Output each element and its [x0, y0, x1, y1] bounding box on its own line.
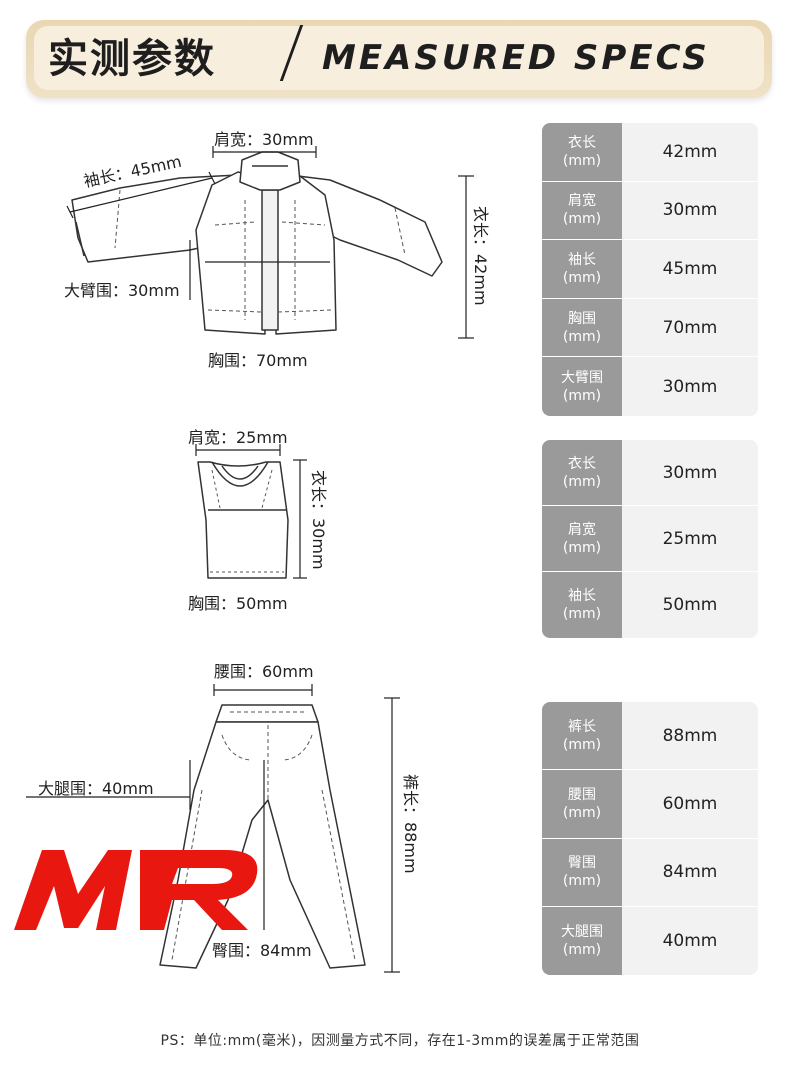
pants-thigh-label: 大腿围：40mm: [38, 779, 154, 798]
tank-drawing: [195, 444, 307, 579]
spec-value: 70mm: [662, 317, 718, 338]
spec-row: 腰围(mm) 60mm: [542, 770, 758, 839]
spec-row: 肩宽(mm) 30mm: [542, 181, 758, 241]
spec-value: 30mm: [662, 462, 718, 483]
spec-name-cell: 衣长(mm): [542, 440, 622, 505]
spec-value: 42mm: [662, 141, 718, 162]
header-panel: [34, 26, 764, 90]
spec-unit: (mm): [562, 606, 602, 622]
spec-row: 大腿围(mm) 40mm: [542, 906, 758, 975]
spec-unit: (mm): [562, 152, 602, 169]
spec-name: 衣长: [568, 455, 596, 472]
spec-name: 袖长: [568, 251, 596, 268]
spec-unit: (mm): [562, 941, 602, 958]
page-header: [26, 20, 772, 98]
spec-name: 大臂围: [561, 369, 603, 386]
spec-value: 25mm: [662, 528, 718, 549]
tank-shoulder-label: 肩宽：25mm: [188, 428, 288, 447]
spec-unit: (mm): [562, 539, 602, 556]
spec-name-cell: 大腿围(mm): [542, 906, 622, 975]
spec-row: 裤长(mm) 88mm: [542, 702, 758, 771]
spec-name-cell: 肩宽(mm): [542, 181, 622, 240]
spec-row: 胸围(mm) 70mm: [542, 298, 758, 358]
pants-hip-label: 臀围：84mm: [212, 941, 312, 960]
tank-chest-label: 胸围：50mm: [188, 594, 288, 613]
spec-row: 肩宽(mm) 25mm: [542, 506, 758, 572]
spec-value: 84mm: [662, 862, 718, 883]
spec-unit: (mm): [562, 736, 602, 753]
spec-value: 40mm: [662, 930, 718, 951]
spec-name: 衣长: [568, 134, 596, 151]
jacket-sleeve-line: [69, 177, 213, 213]
jacket-arm-label: 大臂围：30mm: [64, 281, 180, 300]
spec-name-cell: 衣长(mm): [542, 123, 622, 181]
spec-unit: (mm): [562, 328, 602, 345]
spec-value: 88mm: [662, 725, 718, 746]
spec-name: 肩宽: [568, 193, 596, 210]
pants-waistband: [215, 704, 319, 723]
spec-row: 袖长(mm) 45mm: [542, 240, 758, 299]
spec-unit: (mm): [562, 269, 602, 286]
spec-row: 衣长(mm) 30mm: [542, 440, 758, 506]
spec-name-cell: 腰围(mm): [542, 770, 622, 838]
title-chinese: 实测参数: [48, 36, 216, 82]
spec-value: 30mm: [662, 200, 718, 221]
spec-row: 臀围(mm) 84mm: [542, 838, 758, 907]
spec-name: 臀围: [568, 855, 596, 872]
footnote: PS：单位:mm(毫米)，因测量方式不同，存在1-3mm的误差属于正常范围: [160, 1033, 640, 1049]
spec-name: 大腿围: [561, 923, 603, 940]
jacket-drawing: [66, 146, 474, 339]
title-english: MEASURED SPECS: [322, 38, 710, 78]
tank-body: [197, 461, 289, 579]
spec-name-cell: 袖长 (mm): [542, 572, 622, 638]
spec-name: 腰围: [568, 786, 596, 803]
spec-unit: (mm): [562, 387, 602, 404]
spec-name-cell: 肩宽(mm): [542, 506, 622, 571]
spec-value: 50mm: [662, 595, 718, 615]
spec-unit: (mm): [562, 211, 602, 228]
spec-name: 胸围: [568, 310, 596, 327]
spec-name: 袖长: [568, 588, 596, 604]
spec-unit: (mm): [562, 473, 602, 490]
spec-value: 45mm: [662, 258, 718, 279]
spec-name: 肩宽: [568, 521, 596, 538]
spec-name: 裤长: [568, 718, 596, 735]
jacket-shoulder-label: 肩宽：30mm: [214, 130, 314, 149]
spec-name-cell: 胸围(mm): [542, 298, 622, 357]
spec-row: 袖长 (mm) 50mm: [542, 572, 758, 638]
spec-value: 60mm: [662, 793, 718, 814]
spec-row: 衣长(mm) 42mm: [542, 123, 758, 182]
spec-value: 30mm: [662, 376, 718, 397]
spec-name-cell: 裤长(mm): [542, 702, 622, 770]
spec-row: 大臂围(mm) 30mm: [542, 357, 758, 416]
spec-name-cell: 袖长(mm): [542, 240, 622, 298]
spec-unit: (mm): [562, 804, 602, 821]
mr-watermark-logo: [14, 850, 258, 930]
pants-waist-label: 腰围：60mm: [214, 662, 314, 681]
spec-name-cell: 臀围(mm): [542, 838, 622, 906]
jacket-chest-label: 胸围：70mm: [208, 351, 308, 370]
pants-length-label: 裤长：88mm: [401, 774, 420, 874]
spec-name-cell: 大臂围(mm): [542, 357, 622, 416]
spec-unit: (mm): [562, 873, 602, 890]
